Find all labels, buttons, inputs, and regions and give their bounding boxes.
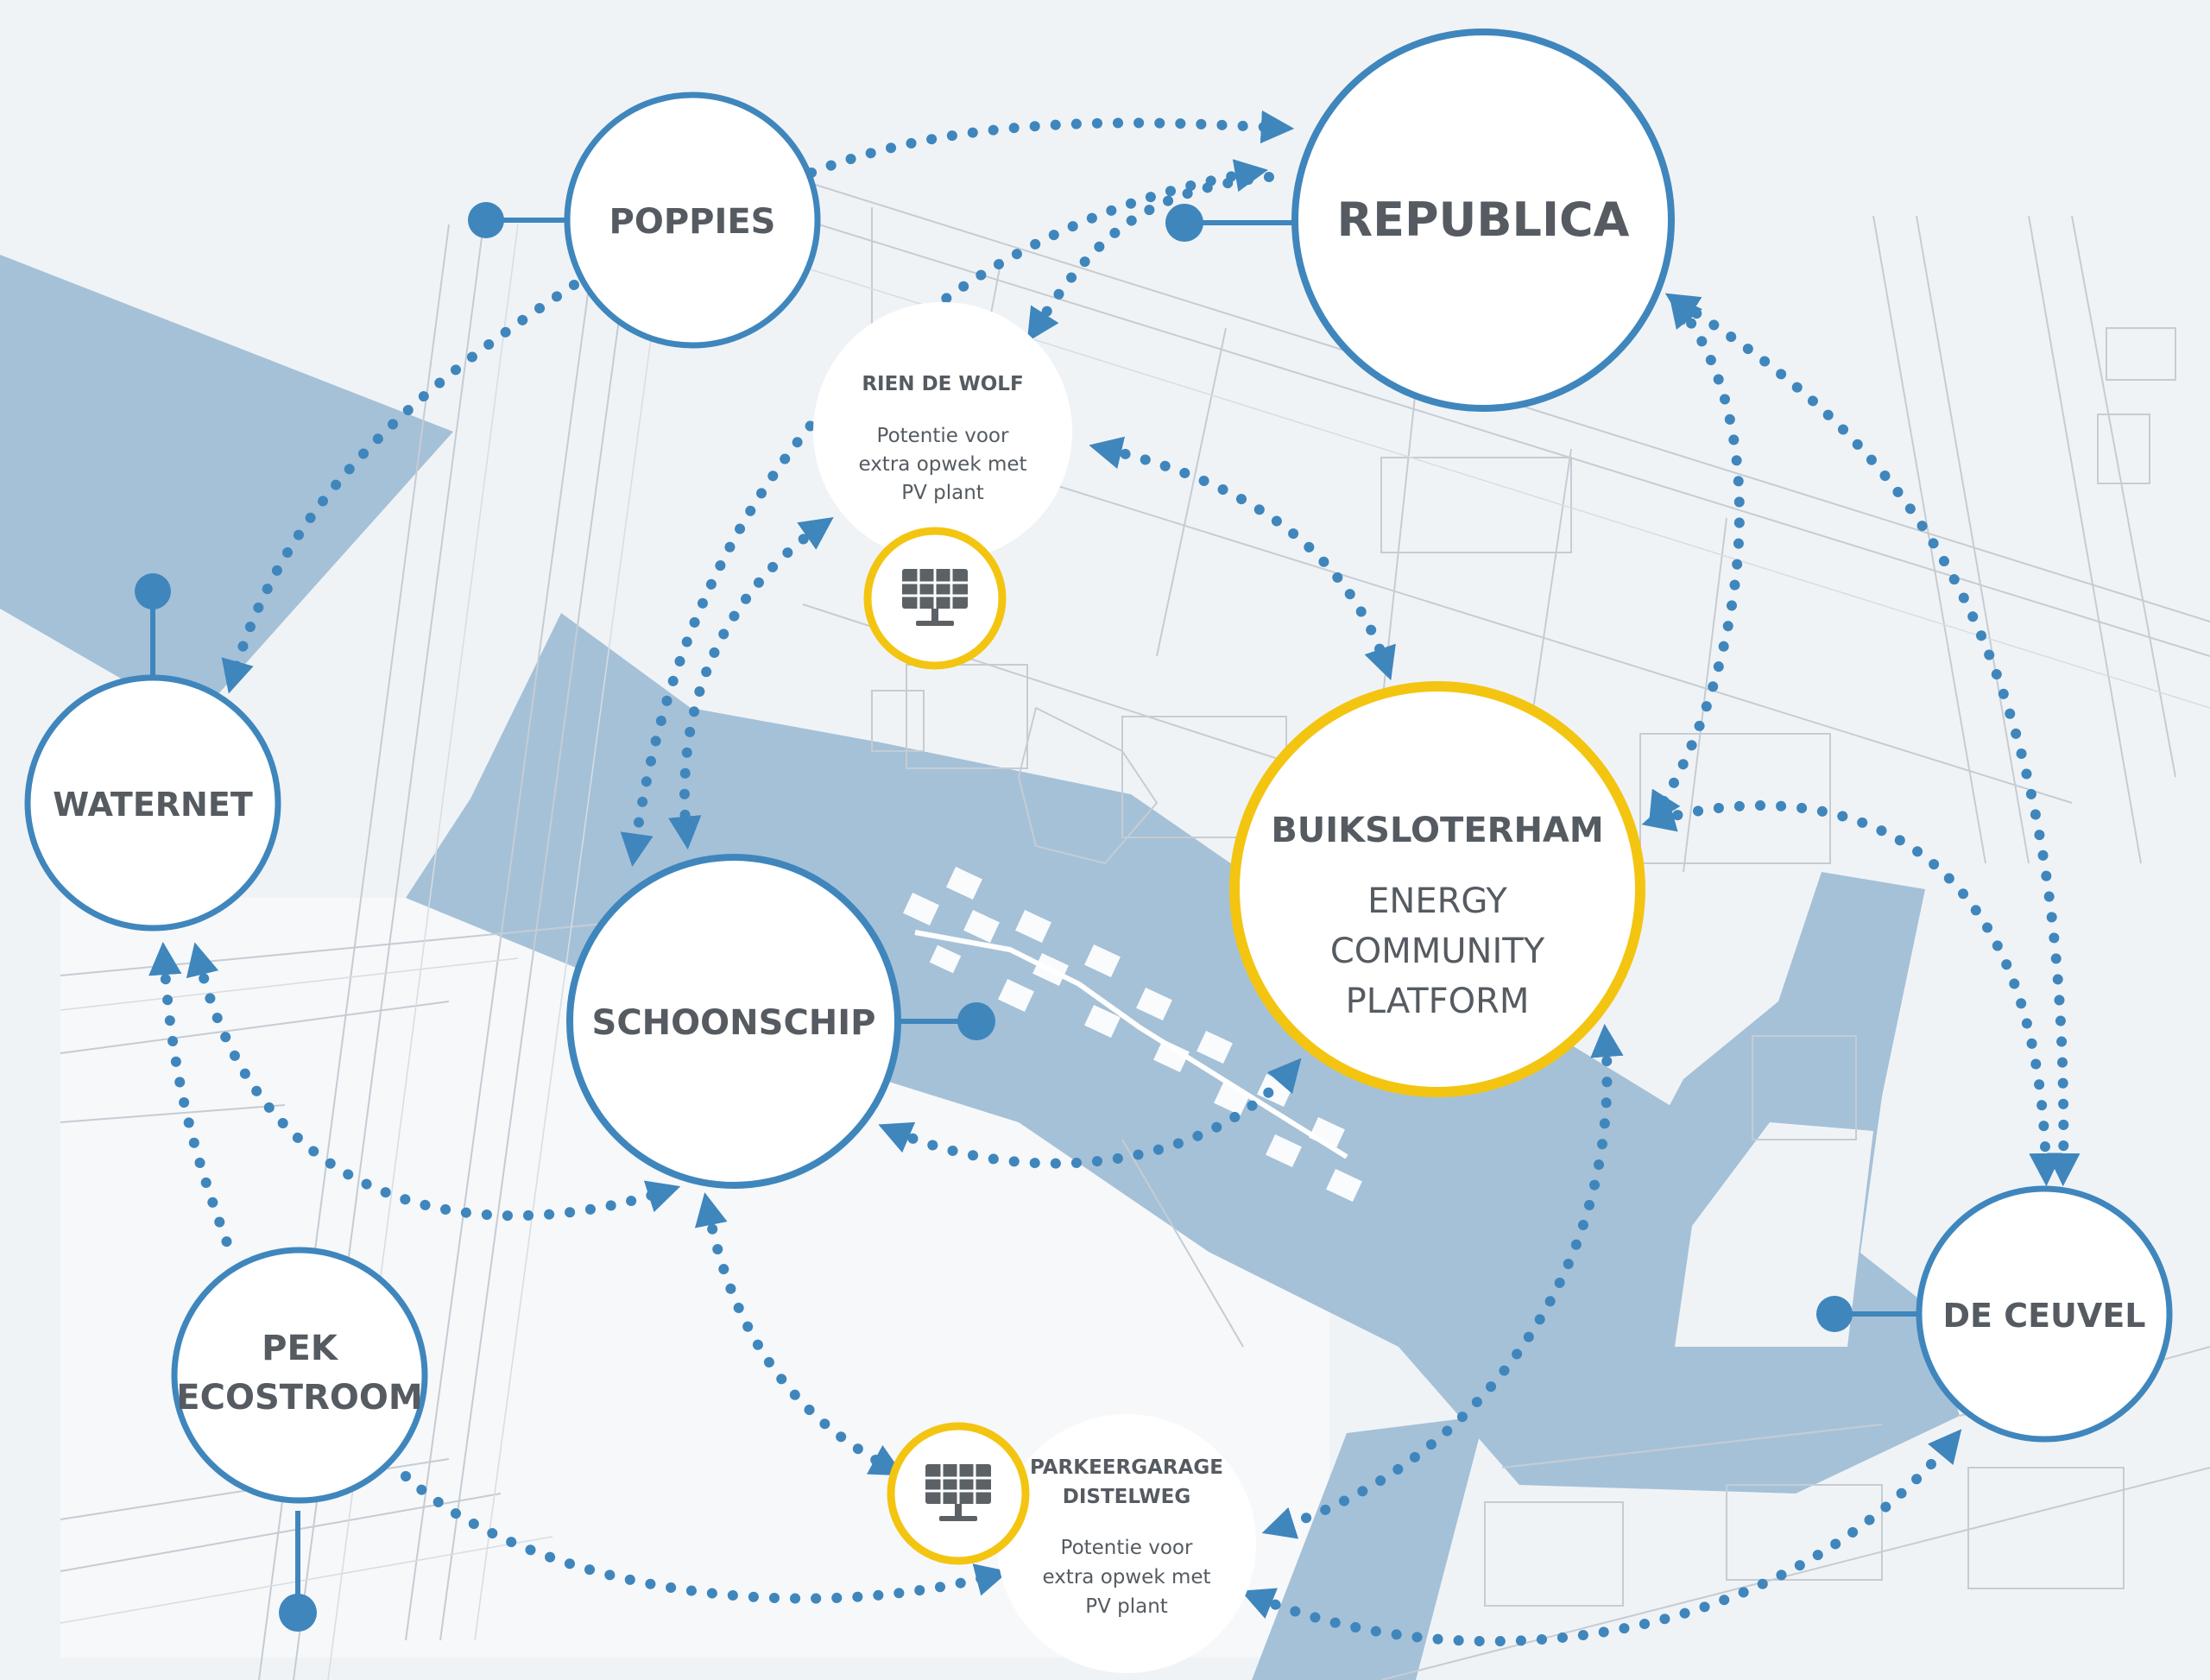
arrow-poppies-republica bbox=[806, 110, 1295, 178]
parkeergarage-title-1: PARKEERGARAGE bbox=[1030, 1456, 1223, 1479]
node-pek-ecostroom: PEK ECOSTROOM bbox=[171, 1247, 428, 1504]
pek-line-1: PEK bbox=[262, 1329, 339, 1368]
arrow-parkeergarage-deceuvel bbox=[1241, 1429, 1962, 1647]
pin-de-ceuvel bbox=[1816, 1296, 1921, 1332]
node-republica: REPUBLICA bbox=[1291, 28, 1675, 412]
solar-badge-rien-de-wolf bbox=[863, 527, 1007, 670]
pin-poppies bbox=[468, 202, 565, 238]
arrow-pek-parkeergarage bbox=[401, 1471, 1009, 1604]
arrow-riendewolf-buiksloterham bbox=[1089, 436, 1396, 681]
parkeergarage-desc-3: PV plant bbox=[1085, 1595, 1168, 1618]
buiksloterham-line-1: ENERGY bbox=[1367, 881, 1507, 921]
buiksloterham-title: BUIKSLOTERHAM bbox=[1271, 811, 1603, 850]
pin-pek bbox=[279, 1511, 317, 1632]
node-parkeergarage: PARKEERGARAGE DISTELWEG Potentie voor ex… bbox=[997, 1414, 1256, 1673]
rien-de-wolf-title: RIEN DE WOLF bbox=[862, 373, 1023, 395]
connection-arrows bbox=[148, 110, 2081, 1647]
arrow-poppies-waternet bbox=[221, 280, 579, 694]
node-poppies-label: POPPIES bbox=[609, 202, 776, 242]
parkeergarage-desc-2: extra opwek met bbox=[1042, 1566, 1210, 1588]
node-republica-label: REPUBLICA bbox=[1337, 193, 1630, 247]
arrow-waternet-schoonschip bbox=[186, 942, 681, 1222]
node-de-ceuvel-label: DE CEUVEL bbox=[1942, 1297, 2145, 1335]
parkeergarage-title-2: DISTELWEG bbox=[1063, 1486, 1190, 1508]
arrow-riendewolf-schoonschip bbox=[668, 516, 834, 850]
node-schoonschip-label: SCHOONSCHIP bbox=[592, 1003, 876, 1043]
rien-de-wolf-desc-1: Potentie voor bbox=[877, 425, 1009, 447]
buiksloterham-line-3: PLATFORM bbox=[1346, 982, 1530, 1021]
water-upper-left bbox=[0, 255, 453, 721]
pin-schoonschip bbox=[898, 1002, 995, 1040]
pin-waternet bbox=[135, 573, 171, 691]
arrow-waternet-pek bbox=[148, 941, 234, 1253]
buiksloterham-line-2: COMMUNITY bbox=[1330, 932, 1545, 971]
pin-republica bbox=[1165, 204, 1295, 242]
node-buiksloterham: BUIKSLOTERHAM ENERGY COMMUNITY PLATFORM bbox=[1229, 681, 1645, 1097]
rien-de-wolf-desc-3: PV plant bbox=[901, 482, 984, 504]
parkeergarage-desc-1: Potentie voor bbox=[1061, 1537, 1193, 1559]
pek-line-2: ECOSTROOM bbox=[176, 1378, 422, 1418]
rien-de-wolf-desc-2: extra opwek met bbox=[858, 453, 1026, 476]
node-schoonschip: SCHOONSCHIP bbox=[566, 854, 901, 1189]
arrow-schoonschip-buiksloterham bbox=[878, 1058, 1302, 1169]
arrow-republica-deceuvel bbox=[1664, 293, 2081, 1187]
solar-badge-parkeergarage bbox=[887, 1422, 1030, 1565]
node-poppies: POPPIES bbox=[564, 92, 821, 349]
connector-pins bbox=[135, 202, 1921, 1632]
node-de-ceuvel: DE CEUVEL bbox=[1916, 1185, 2173, 1443]
node-waternet-label: WATERNET bbox=[53, 786, 253, 824]
node-rien-de-wolf: RIEN DE WOLF Potentie voor extra opwek m… bbox=[813, 302, 1072, 561]
arrow-buiksloterham-parkeergarage bbox=[1261, 1023, 1624, 1539]
node-waternet: WATERNET bbox=[24, 674, 281, 932]
